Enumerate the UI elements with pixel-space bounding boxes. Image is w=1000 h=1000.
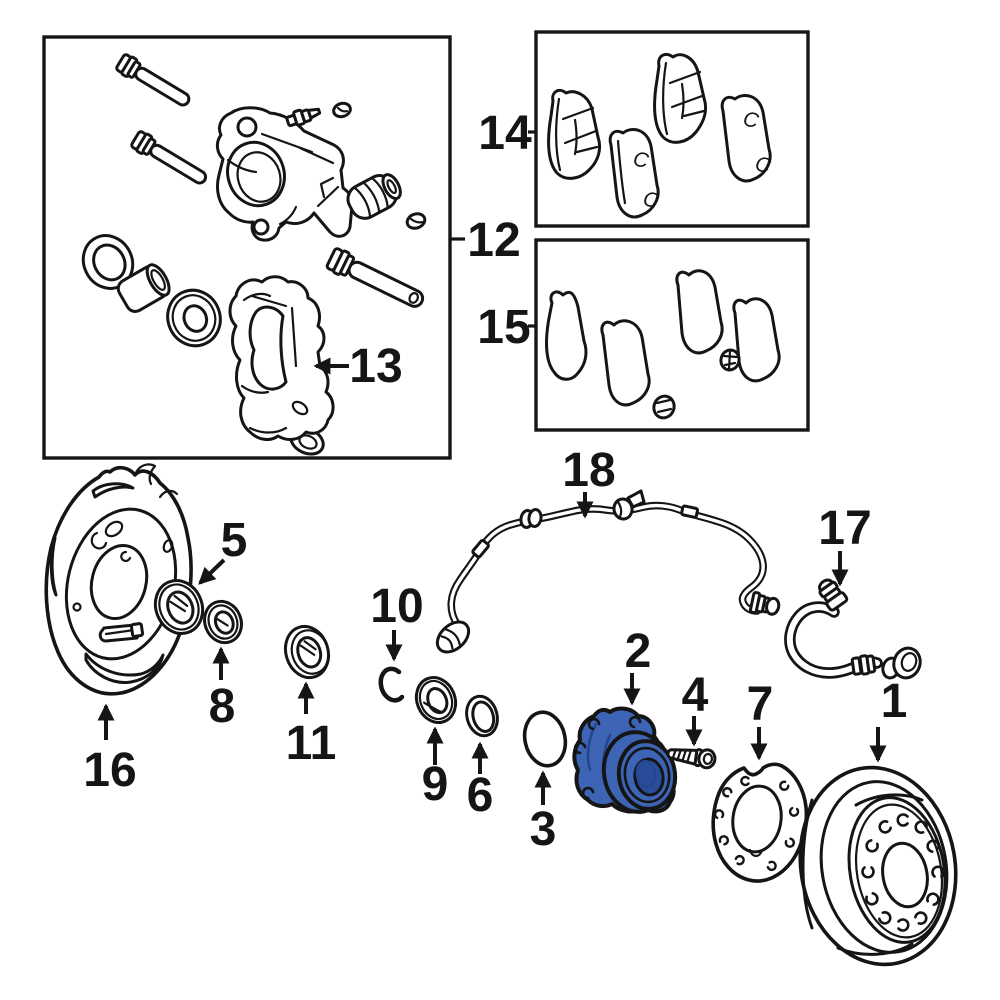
pad-mark: C: [631, 147, 651, 173]
retainer-ring-6: [465, 694, 499, 738]
callout-label-3[interactable]: 3: [530, 803, 557, 856]
wire-grommet: [519, 508, 543, 529]
snap-ring-10: [378, 666, 405, 703]
pad-shim-1: [545, 290, 588, 381]
brake-pad-inner-right: C C: [720, 94, 773, 183]
pad-kit-box-group: C C C C: [534, 30, 810, 228]
callout-label-15[interactable]: 15: [477, 301, 530, 354]
callout-label-17[interactable]: 17: [818, 502, 871, 555]
o-ring-3: [522, 710, 568, 768]
abs-sensor-head: [435, 620, 471, 654]
callout-label-1[interactable]: 1: [881, 675, 908, 728]
seal-5: [153, 579, 205, 635]
callout-label-16[interactable]: 16: [83, 744, 136, 797]
callout-label-9[interactable]: 9: [422, 758, 449, 811]
callout-label-2[interactable]: 2: [625, 625, 652, 678]
callout-label-11[interactable]: 11: [286, 717, 337, 770]
callout-label-8[interactable]: 8: [209, 680, 236, 733]
hose-banjo-end: [881, 646, 922, 680]
wire-loop-clip: [612, 489, 646, 521]
piston-boot-ring: [166, 288, 222, 348]
hub-flange-hole: [573, 741, 587, 755]
brake-pad-outer-right: [653, 52, 708, 144]
bearing-8: [203, 599, 243, 645]
brake-rotor: [798, 765, 958, 967]
callout-label-6[interactable]: 6: [467, 769, 494, 822]
caliper-body: [215, 106, 354, 242]
slide-pin-b: [130, 130, 208, 185]
pad-shim-2: [600, 319, 651, 407]
slide-pin-a: [115, 53, 191, 107]
caliper-bracket: [228, 275, 335, 456]
bearing-9: [414, 676, 458, 724]
callout-label-10[interactable]: 10: [370, 580, 423, 633]
callout-label-12[interactable]: 12: [467, 214, 520, 267]
boot-cap-line: [409, 217, 424, 224]
plate-detail-marks: [72, 520, 174, 643]
shim-clip-1: [652, 394, 676, 420]
callout-label-7[interactable]: 7: [747, 678, 774, 731]
pin-boot-bellows: [346, 173, 402, 220]
hub-flange-hole: [581, 786, 595, 800]
brake-hose: [784, 578, 922, 680]
bleeder-cap-line: [336, 106, 349, 113]
shim-clip-2: [719, 348, 741, 372]
callout-arrow-5: [198, 558, 226, 585]
callout-labels: 1 2 3 4 5 6 7 8 9 10 11 12 13 14 15 16 1…: [83, 107, 907, 856]
callout-label-5[interactable]: 5: [221, 514, 248, 567]
callout-label-13[interactable]: 13: [349, 340, 402, 393]
pad-shim-3: [675, 269, 724, 355]
backing-plate: [44, 463, 193, 696]
abs-sensor-wire: [435, 489, 781, 654]
pad-mark: C: [741, 107, 761, 133]
main-slide-pin: [325, 247, 425, 308]
brake-pad-inner-left: C C: [608, 128, 661, 219]
pad-mark: C: [753, 152, 773, 178]
wheel-hub-assembly-highlighted[interactable]: [572, 706, 679, 817]
wire-clip-1: [471, 538, 490, 559]
callout-label-4[interactable]: 4: [682, 669, 709, 722]
caliper-piston: [116, 263, 171, 313]
hub-flange-hole: [628, 715, 642, 729]
callout-arrows: [97, 130, 887, 805]
pad-shim-4: [732, 297, 781, 383]
callout-label-14[interactable]: 14: [478, 107, 532, 160]
brake-pad-outer-left: [547, 88, 602, 180]
wire-end-fitting: [748, 591, 781, 616]
hub-gasket-plate: [711, 762, 809, 883]
bleeder-screw: [285, 107, 322, 128]
callout-label-18[interactable]: 18: [562, 444, 615, 497]
caliper-box-group: [42, 35, 452, 460]
hub-flange-hole: [587, 717, 601, 731]
shim-kit-box-group: [534, 238, 810, 432]
wire-clip-2: [680, 504, 699, 519]
pad-mark: C: [641, 187, 661, 213]
stud-bolt-4: [666, 748, 717, 770]
seal-11: [283, 624, 331, 680]
hose-lower-fitting: [850, 654, 877, 676]
